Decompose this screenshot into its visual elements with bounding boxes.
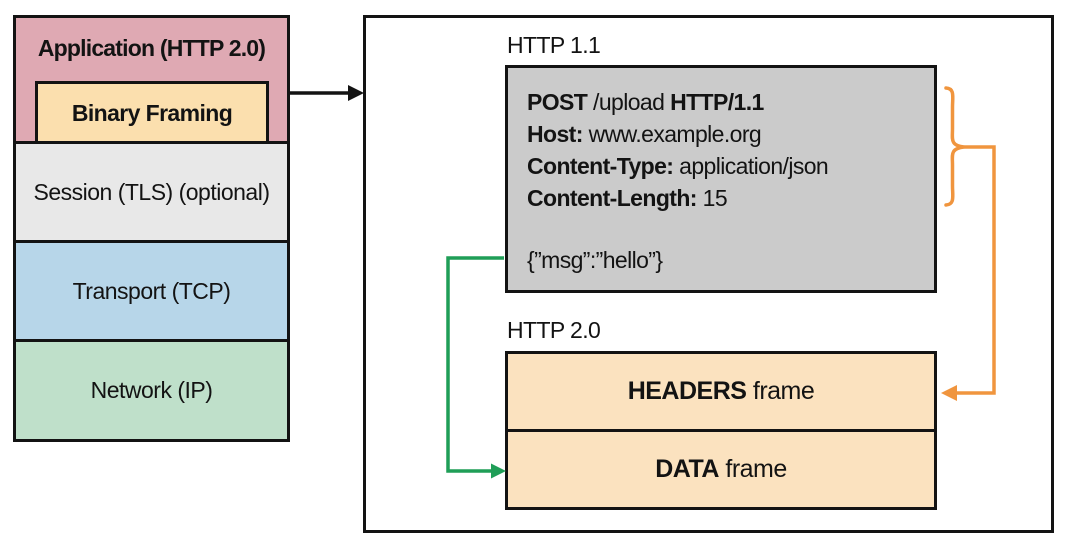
layer-network: Network (IP): [13, 339, 290, 442]
http11-request-box: POST /upload HTTP/1.1 Host: www.example.…: [505, 65, 937, 293]
host-header-key: Host:: [527, 121, 583, 147]
headers-frame-suffix: frame: [746, 377, 815, 405]
session-layer-label: Session (TLS) (optional): [33, 178, 271, 205]
request-version: HTTP/1.1: [670, 89, 764, 115]
layer-application: Application (HTTP 2.0) Binary Framing: [13, 15, 290, 145]
content-type-value: application/json: [673, 153, 829, 179]
application-layer-label: Application (HTTP 2.0): [37, 35, 266, 61]
headers-frame-box: HEADERS frame: [505, 351, 937, 432]
request-header-content-type: Content-Type: application/json: [527, 150, 934, 182]
http20-frames-group: HEADERS frame DATA frame: [505, 351, 937, 510]
content-length-key: Content-Length:: [527, 185, 697, 211]
data-frame-suffix: frame: [718, 455, 787, 483]
binary-framing-label: Binary Framing: [71, 99, 233, 126]
http11-section-label: HTTP 1.1: [507, 32, 601, 58]
network-layer-label: Network (IP): [90, 377, 213, 403]
data-frame-name: DATA: [655, 455, 719, 483]
request-body: {”msg”:”hello”}: [527, 247, 663, 273]
headers-frame-name: HEADERS: [627, 377, 747, 405]
layer-transport: Transport (TCP): [13, 240, 290, 342]
request-path: /upload: [587, 89, 671, 115]
request-line-start: POST /upload HTTP/1.1: [527, 86, 934, 118]
content-length-value: 15: [696, 185, 728, 211]
content-type-key: Content-Type:: [527, 153, 674, 179]
binary-framing-box: Binary Framing: [35, 81, 269, 145]
transport-layer-label: Transport (TCP): [72, 277, 231, 304]
data-frame-box: DATA frame: [505, 429, 937, 510]
protocol-stack: Application (HTTP 2.0) Binary Framing Se…: [13, 15, 290, 442]
request-header-content-length: Content-Length: 15: [527, 182, 934, 214]
request-method: POST: [527, 89, 588, 115]
http20-section-label: HTTP 2.0: [507, 317, 601, 343]
request-header-host: Host: www.example.org: [527, 118, 934, 150]
request-blank-line: [527, 214, 934, 244]
host-header-value: www.example.org: [582, 121, 762, 147]
layer-session: Session (TLS) (optional): [13, 141, 290, 243]
stack-to-panel-arrow-icon: [290, 85, 364, 101]
